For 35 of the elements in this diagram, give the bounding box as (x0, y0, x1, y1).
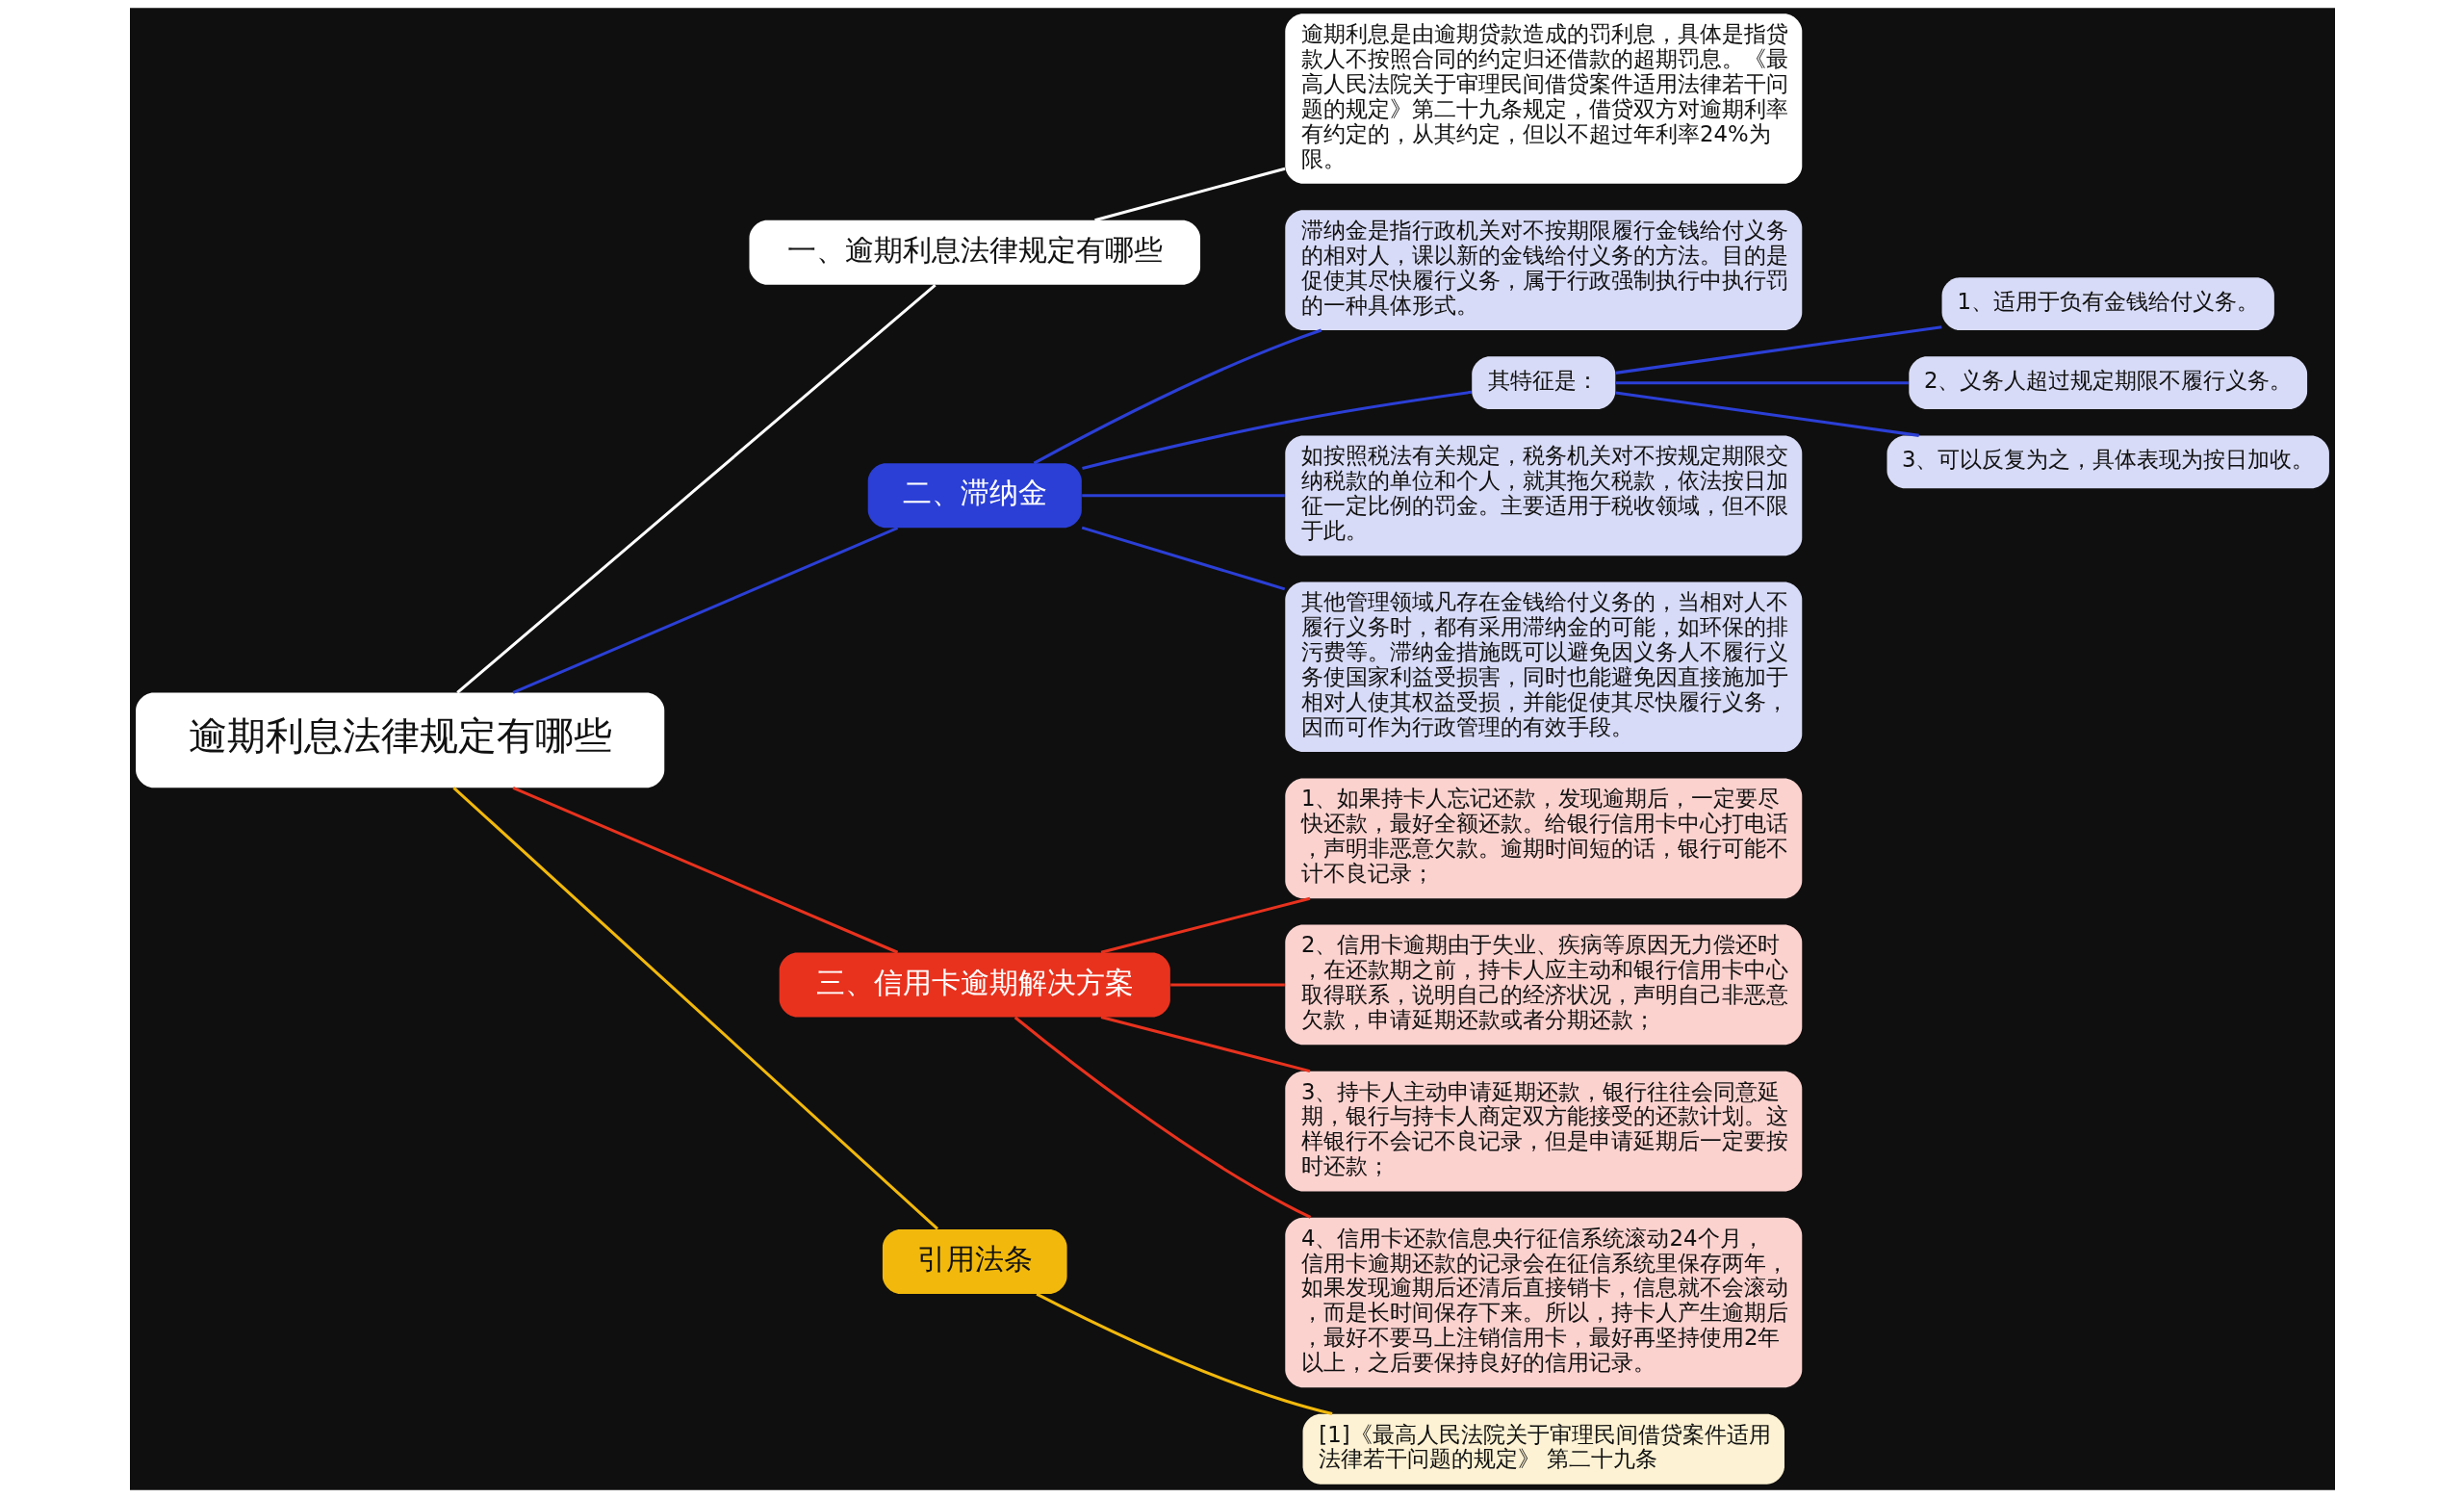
node-box: 其他管理领域凡存在金钱给付义务的，当相对人不履行义务时，都有采用滞纳金的可能，如环保的排污费等。滞纳金措施既可以避免因义务人不履行义务使国家利益受损害，同时也能避免因直接施加于相对人使其权益受损，并能促使其尽快履行义务，因而可作为行政管理的有效手段。 (1284, 581, 1802, 753)
node-box: 引用法条 (882, 1228, 1067, 1294)
node-box: 4、信用卡还款信息央行征信系统滚动24个月，信用卡逾期还款的记录会在征信系统里保存两年，如果发现逾期后还清后直接销卡，信息就不会滚动，而是长时间保存下来。所以，持卡人产生逾期后，最好不要马上注销信用卡，最好再坚持使用2年以上，之后要保持良好的信用记录。 (1284, 1217, 1802, 1388)
node-box: 滞纳金是指行政机关对不按期限履行金钱给付义务的相对人，课以新的金钱给付义务的方法。目的是促使其尽快履行义务，属于行政强制执行中执行罚的一种具体形式。 (1284, 210, 1802, 330)
connector (1614, 391, 1919, 437)
connector (512, 527, 898, 694)
node-box: 三、信用卡逾期解决方案 (779, 952, 1170, 1018)
connector (455, 283, 937, 694)
node-box: 2、信用卡逾期由于失业、疾病等原因无力偿还时，在还款期之前，持卡人应主动和银行信用卡中心取得联系，说明自己的经济状况，声明自己非恶意欠款，申请延期还款或者分期还款； (1284, 924, 1802, 1046)
connector (1100, 896, 1310, 954)
node-box: 逾期利息法律规定有哪些 (135, 692, 664, 788)
node-box: 1、适用于负有金钱给付义务。 (1941, 277, 2274, 330)
connector (1081, 526, 1285, 591)
connector (1014, 1016, 1311, 1219)
connector (1169, 983, 1285, 987)
node-box: 逾期利息是由逾期贷款造成的罚利息，具体是指贷款人不按照合同的约定归还借款的超期罚息。《最高人民法院关于审理民间借贷案件适用法律若干问题的规定》第二十九条规定，借贷双方对逾期利率有约定的，从其约定，但以不超过年利率24%为限。 (1284, 13, 1802, 184)
node-box: 3、持卡人主动申请延期还款，银行往往会同意延期，银行与持卡人商定双方能接受的还款计划。这样银行不会记不良记录，但是申请延期后一定要按时还款； (1284, 1071, 1802, 1192)
node-box: [1]《最高人民法院关于审理民间借贷案件适用法律若干问题的规定》 第二十九条 (1302, 1413, 1784, 1485)
connector (1081, 494, 1285, 498)
connector (1081, 390, 1472, 470)
node-box: 二、滞纳金 (867, 463, 1082, 529)
connector (451, 787, 938, 1230)
node-box: 1、如果持卡人忘记还款，发现逾期后，一定要尽快还款，最好全额还款。给银行信用卡中心打电话，声明非恶意欠款。逾期时间短的话，银行可能不计不良记录； (1284, 778, 1802, 899)
connector (1100, 1016, 1310, 1073)
connector (1615, 381, 1909, 385)
connector (1614, 325, 1941, 374)
connector (1093, 167, 1285, 222)
node-box: 3、可以反复为之，具体表现为按日加收。 (1886, 435, 2329, 489)
node-box: 2、义务人超过规定期限不履行义务。 (1908, 356, 2307, 410)
node-box: 一、逾期利息法律规定有哪些 (749, 220, 1200, 285)
connector (1035, 1292, 1332, 1416)
node-box: 如按照税法有关规定，税务机关对不按规定期限交纳税款的单位和个人，就其拖欠税款，依法按日加征一定比例的罚金。主要适用于税收领域，但不限于此。 (1284, 435, 1802, 556)
connector (512, 787, 898, 954)
connector (1033, 328, 1322, 465)
node-box: 其特征是： (1471, 356, 1615, 410)
